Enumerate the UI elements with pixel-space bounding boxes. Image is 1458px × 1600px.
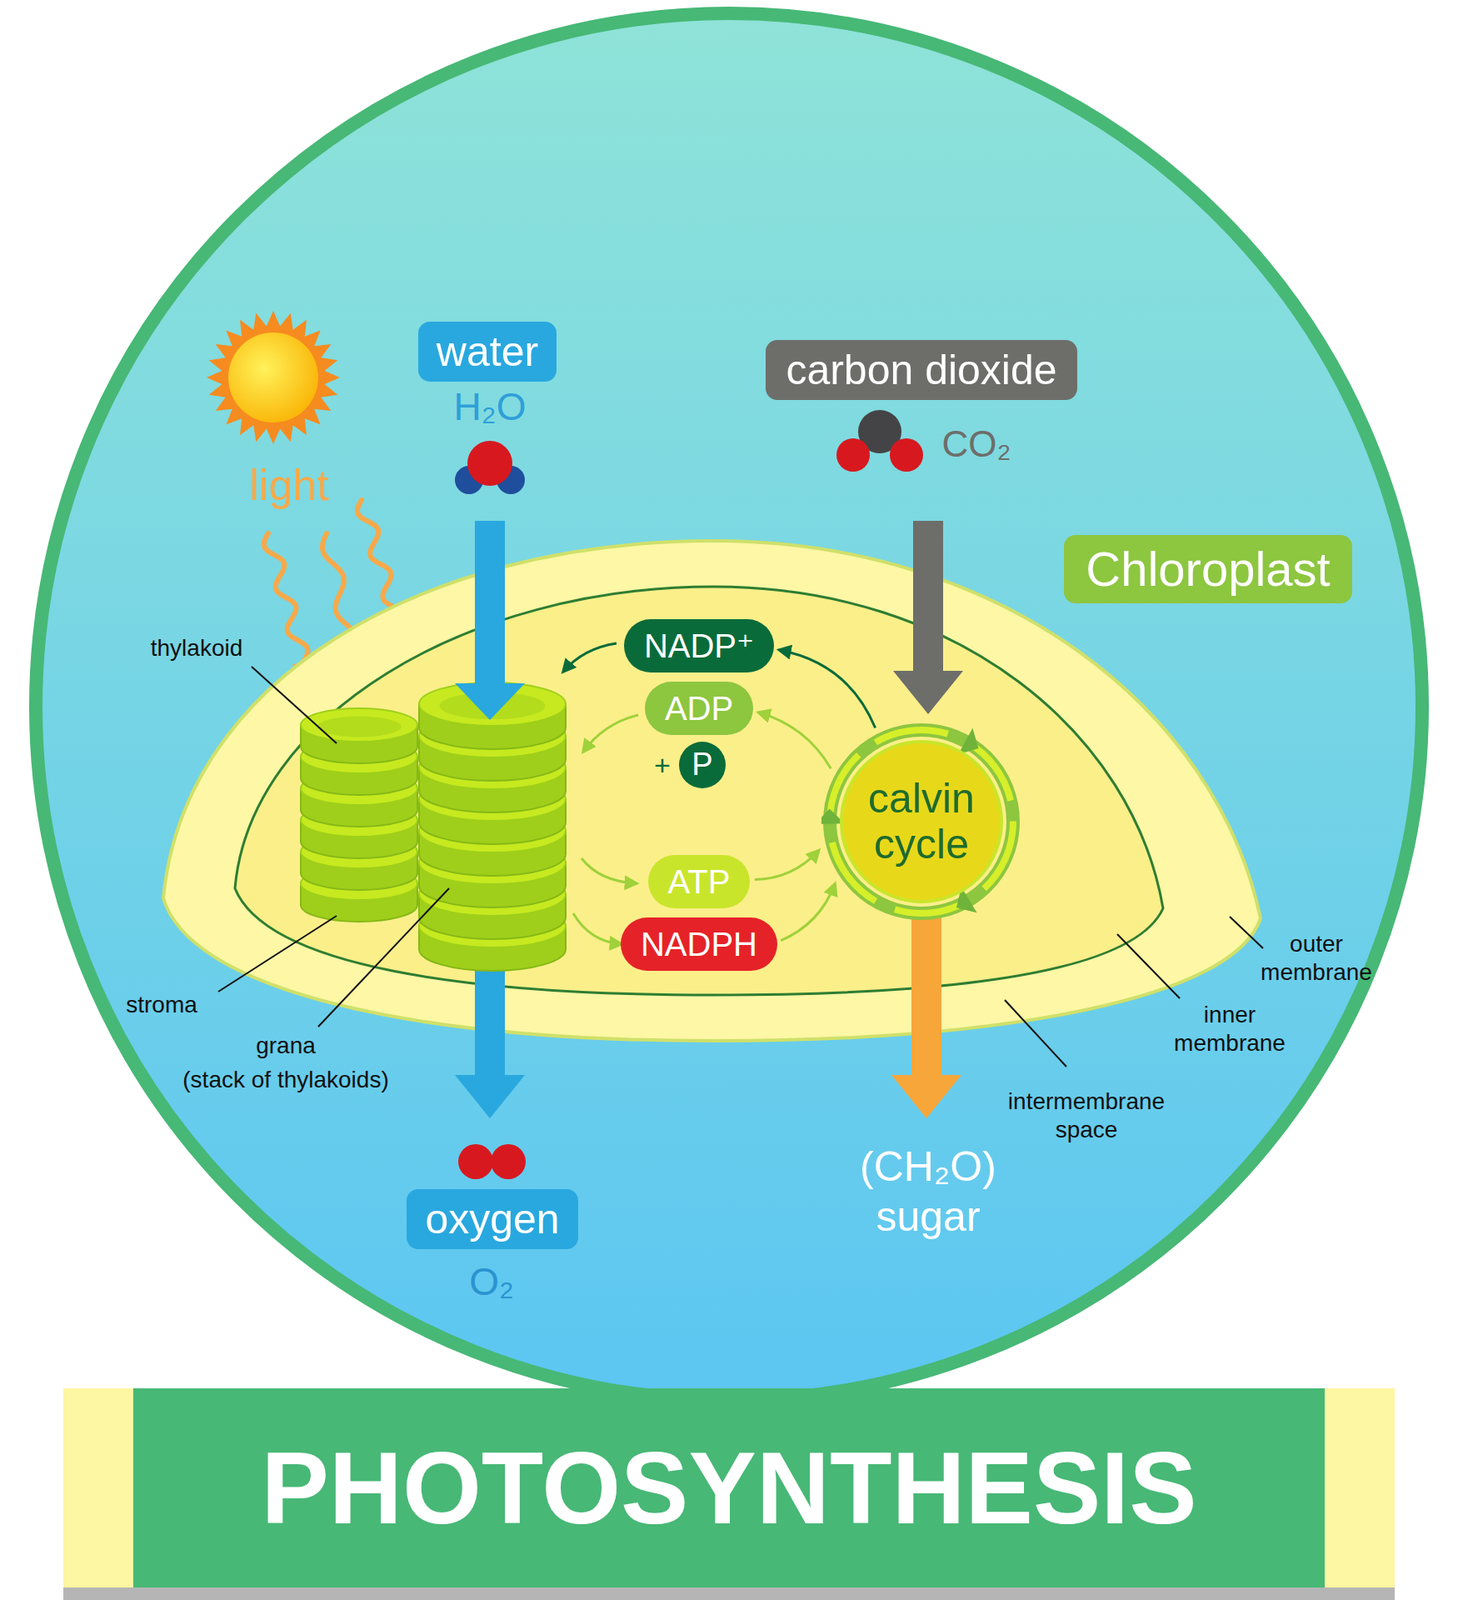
- thylakoid-top: [300, 708, 418, 742]
- cell-circle: [35, 13, 1423, 1400]
- cycle-connector: [754, 849, 819, 879]
- cycle-circle: calvin cycle: [821, 721, 1022, 922]
- cycle-connector: [780, 883, 835, 941]
- water-arrow: [474, 520, 505, 685]
- co2-molecule: [836, 409, 924, 472]
- node-text: Chloroplast: [1085, 539, 1330, 599]
- formula: H₂O: [454, 384, 527, 430]
- node-text: ADP: [664, 688, 734, 729]
- molecule-pill: ADP: [644, 681, 754, 735]
- part-label: inner membrane: [1173, 1000, 1286, 1057]
- formula: O₂: [469, 1258, 515, 1305]
- cycle-ring-line: [829, 729, 1014, 914]
- formula: CO₂: [941, 422, 1011, 467]
- node-text: P: [691, 745, 713, 784]
- water-arrow-head: [454, 1074, 525, 1119]
- part-label: outer membrane: [1260, 929, 1373, 986]
- part-label: intermembrane space: [1008, 1087, 1165, 1144]
- grana: [300, 682, 566, 971]
- thylakoid-inner: [317, 716, 402, 738]
- atp-arrow: [581, 858, 637, 884]
- part-label: thylakoid: [150, 634, 244, 663]
- input-label: water: [418, 321, 557, 382]
- node-text: water: [436, 326, 539, 377]
- node-text: NADP⁺: [644, 625, 754, 666]
- plus-sign: +: [654, 748, 671, 783]
- title-tag: Chloroplast: [1063, 534, 1352, 604]
- water-arrow-head: [454, 683, 525, 720]
- banner: [133, 1388, 1325, 1588]
- cycle-ring-inner: [829, 729, 1014, 914]
- cycle-connector: [758, 712, 831, 769]
- phosphate-circle: P: [679, 741, 726, 789]
- nadph-arrow: [573, 913, 622, 944]
- part-label: (stack of thylakoids): [182, 1065, 389, 1094]
- nadp-arrow: [563, 643, 617, 672]
- molecule-pill: NADP⁺: [624, 619, 774, 673]
- adp-arrow: [583, 714, 639, 752]
- sun-disc: [228, 332, 319, 423]
- banner-shadow: [63, 1587, 1395, 1600]
- sugar-arrow-head: [891, 1074, 962, 1119]
- inner-membrane: [234, 586, 1164, 995]
- outer-membrane: [163, 540, 1261, 1041]
- sun: [206, 310, 340, 445]
- part-label: grana: [255, 1031, 316, 1060]
- product-label: (CH₂O) sugar: [859, 1141, 997, 1242]
- sugar-arrow: [911, 912, 942, 1077]
- node-text: NADPH: [640, 923, 758, 964]
- leader-lines: [218, 666, 1264, 1067]
- part-label: stroma: [125, 990, 198, 1019]
- oxygen-molecule: [458, 1143, 526, 1179]
- molecule-pill: NADPH: [620, 917, 778, 971]
- input-label: carbon dioxide: [765, 339, 1077, 400]
- banner-ends: [63, 1388, 1395, 1588]
- water-molecule: [454, 440, 525, 495]
- title: PHOTOSYNTHESIS: [260, 1427, 1197, 1549]
- cycle-core: [841, 741, 1002, 902]
- cycle-connector: [778, 649, 875, 729]
- output-label: oxygen: [406, 1188, 578, 1249]
- light-ray: [264, 533, 309, 662]
- node-text: calvin cycle: [868, 775, 975, 868]
- light-label: light: [249, 459, 329, 511]
- molecule-pill: ATP: [648, 854, 751, 909]
- co2-arrow-head: [893, 670, 964, 715]
- sun-rays: [206, 310, 340, 445]
- thylakoid-top: [419, 682, 566, 726]
- co2-arrow: [913, 520, 944, 673]
- node-text: ATP: [668, 861, 731, 902]
- node-text: carbon dioxide: [785, 344, 1057, 395]
- node-text: oxygen: [424, 1193, 560, 1244]
